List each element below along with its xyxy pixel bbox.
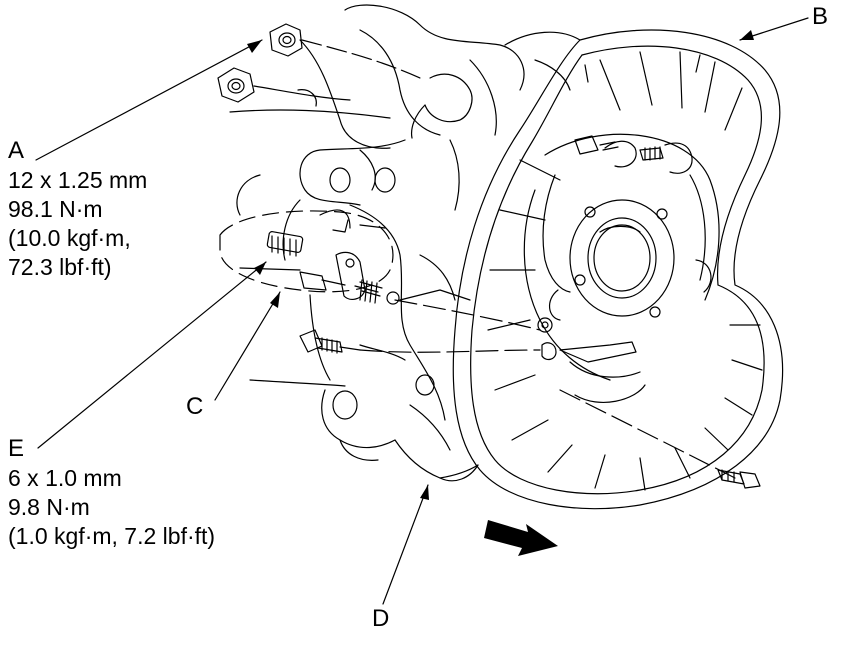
callout-e-spec-2: 9.8 N·m bbox=[8, 494, 90, 520]
callout-e-spec-3: (1.0 kgf·m, 7.2 lbf·ft) bbox=[8, 523, 216, 549]
backing-plate-b bbox=[452, 29, 784, 510]
knuckle-outline bbox=[219, 4, 581, 482]
adjuster-bolt bbox=[717, 469, 761, 489]
callout-a-spec-1: 12 x 1.25 mm bbox=[8, 167, 148, 193]
leader-lines bbox=[35, 17, 809, 605]
direction-arrow-icon bbox=[484, 520, 558, 556]
callout-d-letter: D bbox=[372, 605, 390, 632]
dust-shield-d bbox=[439, 464, 479, 479]
callout-e-spec-1: 6 x 1.0 mm bbox=[8, 465, 122, 491]
callout-b-letter: B bbox=[812, 3, 829, 30]
bolt-e bbox=[299, 329, 361, 354]
leader-arrowheads bbox=[247, 30, 754, 500]
callout-e-letter: E bbox=[8, 435, 25, 462]
callout-a-spec-3: (10.0 kgf·m, bbox=[8, 225, 131, 251]
callout-c-letter: C bbox=[186, 393, 204, 420]
callout-a-letter: A bbox=[8, 137, 25, 164]
callout-a-spec-2: 98.1 N·m bbox=[8, 196, 103, 222]
parking-brake-cable-c bbox=[239, 209, 471, 305]
flange-nut-a bbox=[217, 23, 421, 103]
alignment-lines bbox=[359, 299, 736, 479]
callout-a-spec-4: 72.3 lbf·ft) bbox=[8, 254, 112, 280]
